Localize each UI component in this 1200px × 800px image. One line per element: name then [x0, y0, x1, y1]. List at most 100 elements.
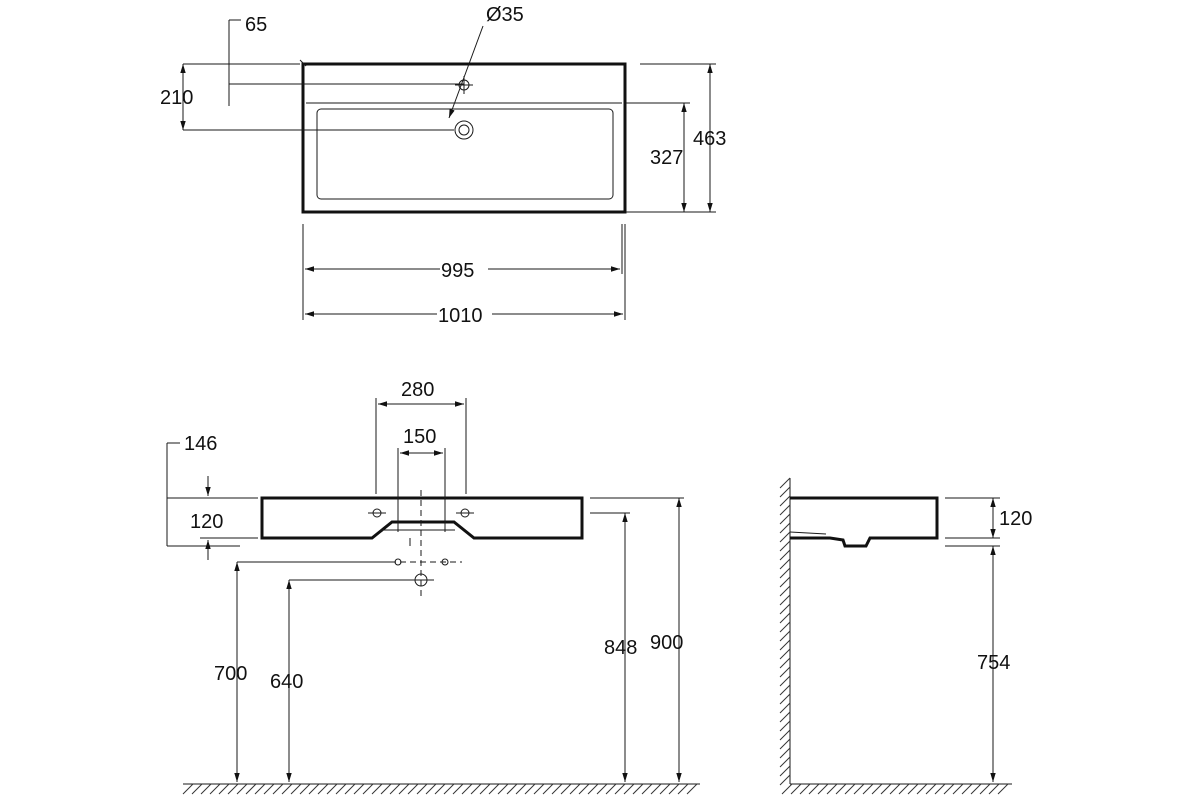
hatch-line [779, 558, 791, 570]
hatch-line [779, 684, 791, 696]
hatch-line [889, 783, 901, 795]
hatch-line [916, 783, 928, 795]
hatch-line [290, 783, 302, 795]
hatch-line [779, 765, 791, 777]
hatch-line [779, 567, 791, 579]
hatch-line [779, 603, 791, 615]
hatch-line [779, 738, 791, 750]
fixing-point-right-icon [441, 558, 449, 566]
hatch-line [880, 783, 892, 795]
hatch-line [380, 783, 392, 795]
hatch-line [515, 783, 527, 795]
hatch-line [808, 783, 820, 795]
hatch-line [362, 783, 374, 795]
hatch-line [790, 783, 802, 795]
dim-side-thickness-120: 120 [999, 508, 1032, 530]
bowl-outline [316, 108, 614, 200]
hatch-line [779, 729, 791, 741]
hatch-line [587, 783, 599, 795]
hatch-line [779, 504, 791, 516]
hatch-line [434, 783, 446, 795]
hatch-line [997, 783, 1009, 795]
corner-tick [299, 59, 307, 67]
hatch-line [308, 783, 320, 795]
hatch-line [560, 783, 572, 795]
floor-hatch-side [781, 783, 1009, 795]
hatch-line [542, 783, 554, 795]
hatch-line [650, 783, 662, 795]
hatch-line [779, 702, 791, 714]
dim-spacing-150: 150 [403, 426, 436, 448]
hatch-line [335, 783, 347, 795]
hatch-line [578, 783, 590, 795]
hatch-line [979, 783, 991, 795]
hatch-line [524, 783, 536, 795]
hatch-line [779, 477, 791, 489]
hatch-line [209, 783, 221, 795]
hatch-line [317, 783, 329, 795]
dim-spacing-280: 280 [401, 379, 434, 401]
hatch-line [182, 783, 194, 795]
basin-outline-top [301, 62, 627, 214]
hatch-line [799, 783, 811, 795]
hatch-line [461, 783, 473, 795]
hatch-line [236, 783, 248, 795]
hatch-line [191, 783, 203, 795]
hatch-line [371, 783, 383, 795]
hatch-line [779, 693, 791, 705]
hatch-line [659, 783, 671, 795]
hatch-line [779, 531, 791, 543]
hatch-line [533, 783, 545, 795]
hatch-line [227, 783, 239, 795]
hatch-line [407, 783, 419, 795]
hatch-line [218, 783, 230, 795]
basin-outline-side [790, 496, 939, 548]
hatch-line [779, 630, 791, 642]
dim-total-463: 463 [693, 128, 726, 150]
hatch-line [779, 747, 791, 759]
hatch-line [781, 783, 793, 795]
hatch-line [353, 783, 365, 795]
hatch-line [677, 783, 689, 795]
top-view: Ø35 65 210 327 463 995 1010 [160, 4, 726, 327]
dim-hole-diameter: Ø35 [486, 4, 524, 26]
dim-thickness-120: 120 [190, 511, 223, 533]
dim-height-848: 848 [604, 637, 637, 659]
hatch-line [245, 783, 257, 795]
basin-side-detail [789, 531, 827, 535]
hatch-line [443, 783, 455, 795]
hatch-line [614, 783, 626, 795]
dim-height-700: 700 [214, 663, 247, 685]
hatch-line [853, 783, 865, 795]
dim-height-754: 754 [977, 652, 1010, 674]
hatch-line [470, 783, 482, 795]
hatch-line [943, 783, 955, 795]
dim-height-640: 640 [270, 671, 303, 693]
dim-inner-995: 995 [441, 260, 474, 282]
hatch-line [326, 783, 338, 795]
hatch-line [668, 783, 680, 795]
fixing-point-left-icon [394, 558, 402, 566]
hatch-line [416, 783, 428, 795]
hatch-line [779, 657, 791, 669]
hatch-line [925, 783, 937, 795]
hatch-line [961, 783, 973, 795]
hatch-line [488, 783, 500, 795]
hatch-line [779, 675, 791, 687]
hatch-line [779, 495, 791, 507]
hatch-line [254, 783, 266, 795]
hatch-line [826, 783, 838, 795]
hatch-line [272, 783, 284, 795]
hatch-line [844, 783, 856, 795]
hatch-line [551, 783, 563, 795]
hatch-line [779, 576, 791, 588]
hatch-line [817, 783, 829, 795]
basin-outline-front [260, 496, 584, 540]
hatch-line [779, 612, 791, 624]
hatch-line [779, 594, 791, 606]
hatch-line [970, 783, 982, 795]
hatch-line [632, 783, 644, 795]
hatch-line [988, 783, 1000, 795]
hatch-line [934, 783, 946, 795]
dim-height-900: 900 [650, 632, 683, 654]
